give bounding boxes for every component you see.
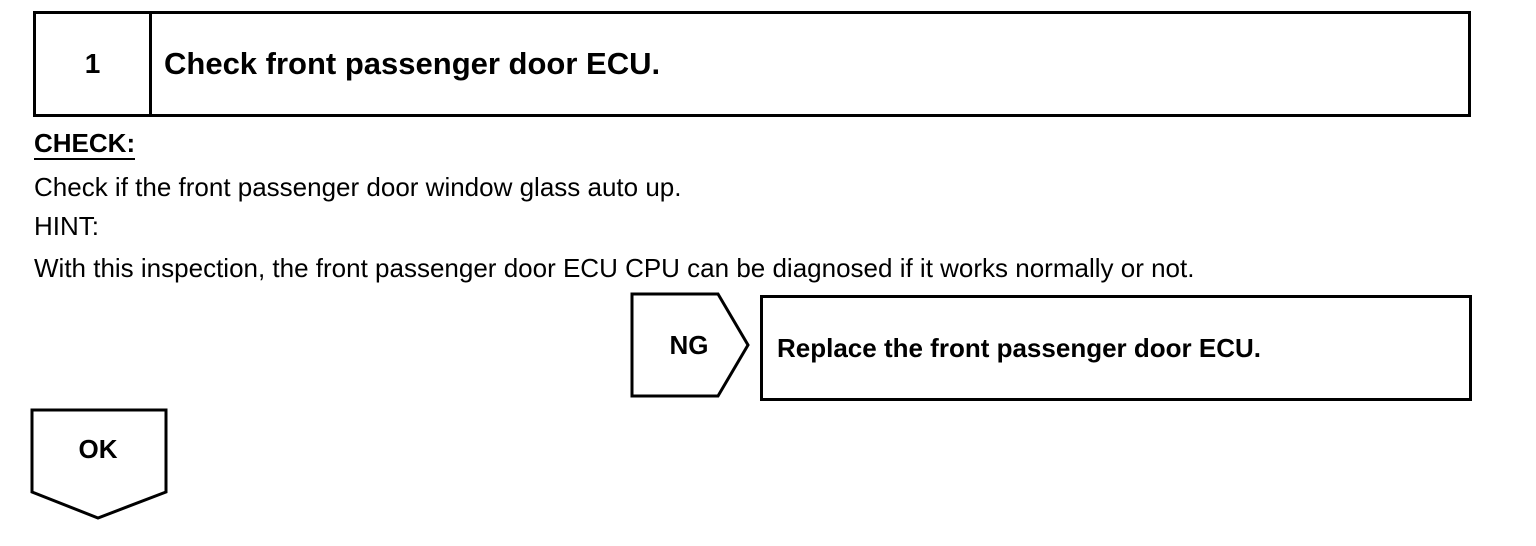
step-number: 1 bbox=[36, 14, 152, 114]
ng-action-box: Replace the front passenger door ECU. bbox=[760, 295, 1472, 401]
check-text: Check if the front passenger door window… bbox=[34, 172, 682, 202]
ng-label: NG bbox=[669, 329, 709, 360]
ng-arrow-tag: NG bbox=[630, 292, 752, 398]
ng-arrow-shape bbox=[630, 292, 750, 398]
ok-arrow-tag: OK bbox=[30, 408, 170, 522]
ok-label: OK bbox=[78, 434, 118, 464]
step-header-box: 1 Check front passenger door ECU. bbox=[33, 11, 1471, 117]
check-label: CHECK: bbox=[34, 128, 136, 160]
step-title: Check front passenger door ECU. bbox=[164, 46, 661, 81]
hint-text: With this inspection, the front passenge… bbox=[34, 253, 1195, 283]
ok-arrow-shape bbox=[30, 408, 168, 520]
hint-label: HINT: bbox=[34, 211, 99, 241]
